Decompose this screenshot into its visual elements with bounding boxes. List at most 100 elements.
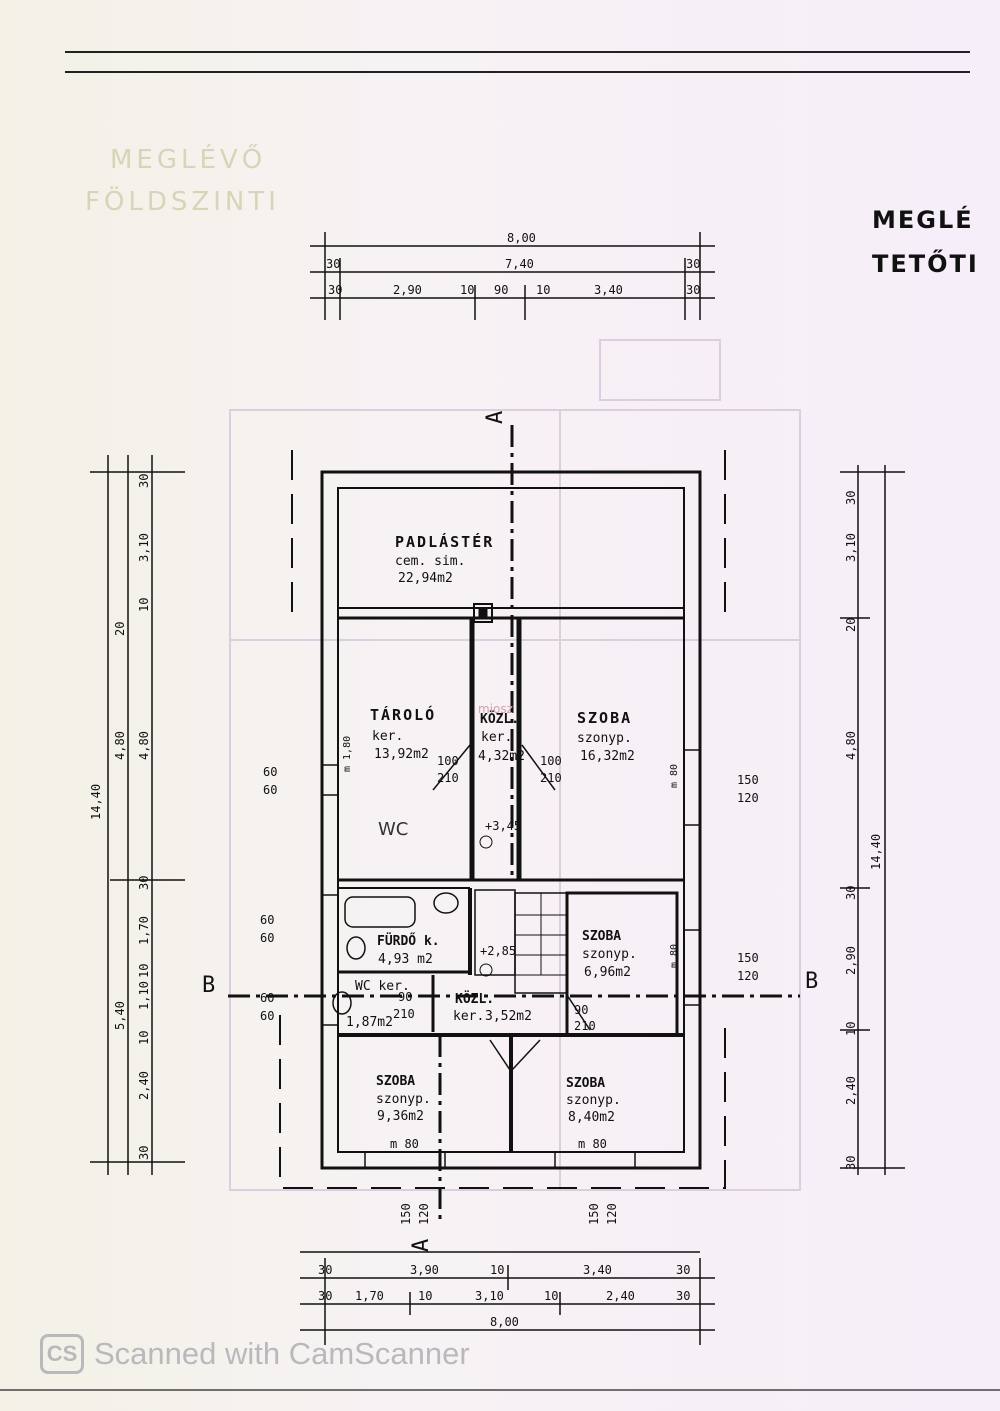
svg-text:PADLÁSTÉR: PADLÁSTÉR — [395, 532, 494, 551]
svg-text:60: 60 — [260, 991, 274, 1005]
dimension-labels: 8,00 30 7,40 30 30 2,90 10 90 10 3,40 30… — [89, 231, 883, 1329]
svg-text:16,32m2: 16,32m2 — [580, 749, 635, 764]
svg-text:90: 90 — [494, 283, 508, 297]
svg-text:30: 30 — [137, 876, 151, 890]
svg-text:10: 10 — [536, 283, 550, 297]
svg-text:KÖZL.: KÖZL. — [480, 711, 519, 727]
svg-text:30: 30 — [844, 491, 858, 505]
svg-text:10: 10 — [137, 1031, 151, 1045]
camscanner-watermark: CS Scanned with CamScanner — [40, 1334, 470, 1374]
svg-text:10: 10 — [544, 1289, 558, 1303]
svg-text:30: 30 — [844, 886, 858, 900]
svg-text:8,00: 8,00 — [490, 1315, 519, 1329]
svg-text:2,90: 2,90 — [393, 283, 422, 297]
svg-text:3,10: 3,10 — [475, 1289, 504, 1303]
svg-text:150: 150 — [399, 1203, 413, 1225]
svg-text:3,52m2: 3,52m2 — [485, 1009, 532, 1024]
svg-text:3,40: 3,40 — [583, 1263, 612, 1277]
svg-text:100: 100 — [437, 754, 459, 768]
svg-text:120: 120 — [417, 1203, 431, 1225]
svg-text:5,40: 5,40 — [113, 1001, 127, 1030]
dimension-lines — [90, 232, 905, 1345]
svg-text:120: 120 — [737, 791, 759, 805]
svg-text:szonyp.: szonyp. — [577, 731, 632, 746]
svg-text:30: 30 — [137, 474, 151, 488]
room-kozl-lower: KÖZL. ker. 3,52m2 — [453, 991, 532, 1024]
svg-text:14,40: 14,40 — [869, 834, 883, 870]
svg-text:3,10: 3,10 — [137, 533, 151, 562]
svg-text:150: 150 — [587, 1203, 601, 1225]
svg-text:20: 20 — [113, 622, 127, 636]
svg-text:100: 100 — [540, 754, 562, 768]
level-upper: +3,45 — [485, 819, 521, 833]
svg-text:2,40: 2,40 — [844, 1076, 858, 1105]
svg-text:SZOBA: SZOBA — [566, 1076, 605, 1091]
svg-text:60: 60 — [263, 765, 277, 779]
room-szoba-bl: SZOBA szonyp. 9,36m2 — [376, 1074, 431, 1124]
svg-text:ker.: ker. — [372, 729, 403, 744]
room-padlaster: PADLÁSTÉR cem. sim. 22,94m2 — [395, 532, 494, 586]
svg-text:10: 10 — [490, 1263, 504, 1277]
svg-text:1,87m2: 1,87m2 — [346, 1015, 393, 1030]
room-furdo: FÜRDŐ k. 4,93 m2 — [377, 933, 440, 967]
svg-text:30: 30 — [318, 1263, 332, 1277]
room-szoba-br: SZOBA szonyp. 8,40m2 — [566, 1076, 621, 1125]
level-marker — [479, 963, 493, 977]
svg-text:WC ker.: WC ker. — [355, 979, 410, 994]
svg-text:ker.: ker. — [481, 730, 512, 745]
svg-text:4,80: 4,80 — [113, 731, 127, 760]
svg-text:90: 90 — [574, 1003, 588, 1017]
room-szoba-small: SZOBA szonyp. 6,96m2 — [582, 929, 637, 980]
svg-text:10: 10 — [137, 964, 151, 978]
wc-handwritten: WC — [378, 819, 408, 840]
svg-text:ker.: ker. — [453, 1009, 484, 1024]
svg-text:m 80: m 80 — [390, 1137, 419, 1151]
ghost-heading-2: FÖLDSZINTI — [85, 185, 280, 217]
svg-text:30: 30 — [326, 257, 340, 271]
section-a-top: A — [483, 411, 508, 424]
svg-text:10: 10 — [418, 1289, 432, 1303]
svg-text:2,40: 2,40 — [137, 1071, 151, 1100]
room-kozl-upper: KÖZL. ker. 4,32m2 — [478, 711, 525, 764]
svg-text:20: 20 — [844, 618, 858, 632]
svg-text:szonyp.: szonyp. — [566, 1093, 621, 1108]
svg-text:TÁROLÓ: TÁROLÓ — [370, 705, 436, 724]
svg-text:6,96m2: 6,96m2 — [584, 965, 631, 980]
camscanner-logo: CS — [40, 1334, 84, 1374]
svg-text:13,92m2: 13,92m2 — [374, 747, 429, 762]
level-lower: +2,85 — [480, 944, 516, 958]
svg-text:60: 60 — [260, 913, 274, 927]
room-szoba-large: SZOBA szonyp. 16,32m2 — [577, 709, 635, 764]
title-line-2: TETŐTI — [872, 248, 979, 278]
svg-text:22,94m2: 22,94m2 — [398, 571, 453, 586]
svg-text:m 80: m 80 — [669, 944, 680, 968]
svg-text:10: 10 — [844, 1022, 858, 1036]
svg-text:cem. sim.: cem. sim. — [395, 554, 465, 569]
section-a-bottom: A — [409, 1239, 434, 1252]
svg-text:30: 30 — [676, 1263, 690, 1277]
svg-text:SZOBA: SZOBA — [376, 1074, 415, 1089]
svg-text:FÜRDŐ k.: FÜRDŐ k. — [377, 933, 440, 949]
svg-text:60: 60 — [260, 1009, 274, 1023]
room-wc: WC ker. 1,87m2 — [346, 979, 410, 1030]
svg-text:210: 210 — [540, 771, 562, 785]
svg-text:150: 150 — [737, 773, 759, 787]
section-b-left: B — [202, 973, 215, 998]
svg-text:210: 210 — [393, 1007, 415, 1021]
svg-text:10: 10 — [137, 598, 151, 612]
svg-text:9,36m2: 9,36m2 — [377, 1109, 424, 1124]
roof-outline — [279, 450, 726, 1189]
svg-text:4,80: 4,80 — [844, 731, 858, 760]
svg-text:210: 210 — [574, 1019, 596, 1033]
svg-text:30: 30 — [686, 283, 700, 297]
room-tarolo: TÁROLÓ ker. 13,92m2 — [370, 705, 436, 762]
svg-text:210: 210 — [437, 771, 459, 785]
section-b-right: B — [805, 969, 818, 994]
svg-text:30: 30 — [318, 1289, 332, 1303]
svg-text:3,90: 3,90 — [410, 1263, 439, 1277]
svg-text:1,10: 1,10 — [137, 981, 151, 1010]
svg-text:8,40m2: 8,40m2 — [568, 1110, 615, 1125]
